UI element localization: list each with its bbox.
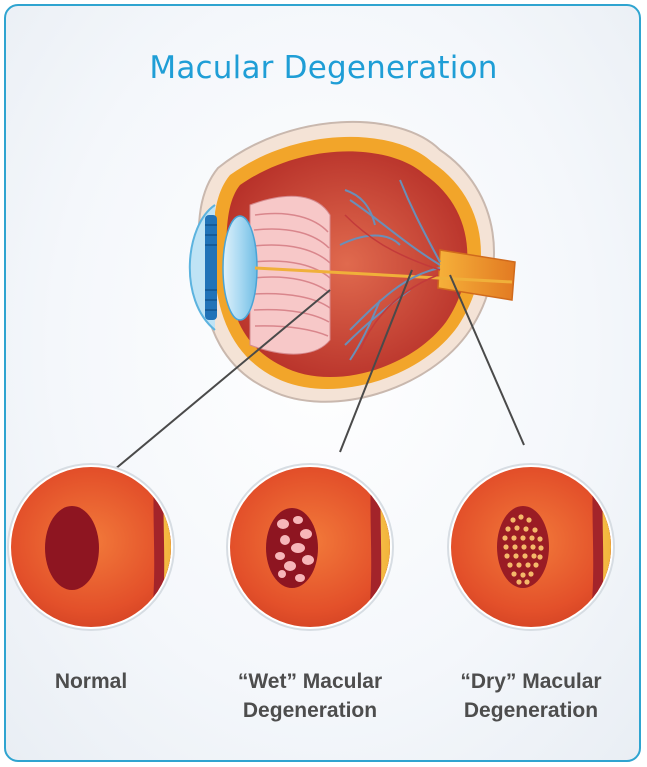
label-wet: “Wet” Macular Degeneration — [222, 667, 398, 725]
retina-normal-icon — [0, 460, 200, 640]
eye-cross-section-icon — [190, 122, 515, 402]
label-wet-line-2: Degeneration — [222, 696, 398, 725]
label-wet-line-1: “Wet” Macular — [222, 667, 398, 696]
label-normal: Normal — [41, 667, 141, 696]
retina-wet-icon — [220, 460, 420, 640]
label-dry-line-1: “Dry” Macular — [441, 667, 621, 696]
label-normal-line-1: Normal — [41, 667, 141, 696]
label-dry-line-2: Degeneration — [441, 696, 621, 725]
retina-dry-icon — [440, 460, 640, 640]
label-dry: “Dry” Macular Degeneration — [441, 667, 621, 725]
